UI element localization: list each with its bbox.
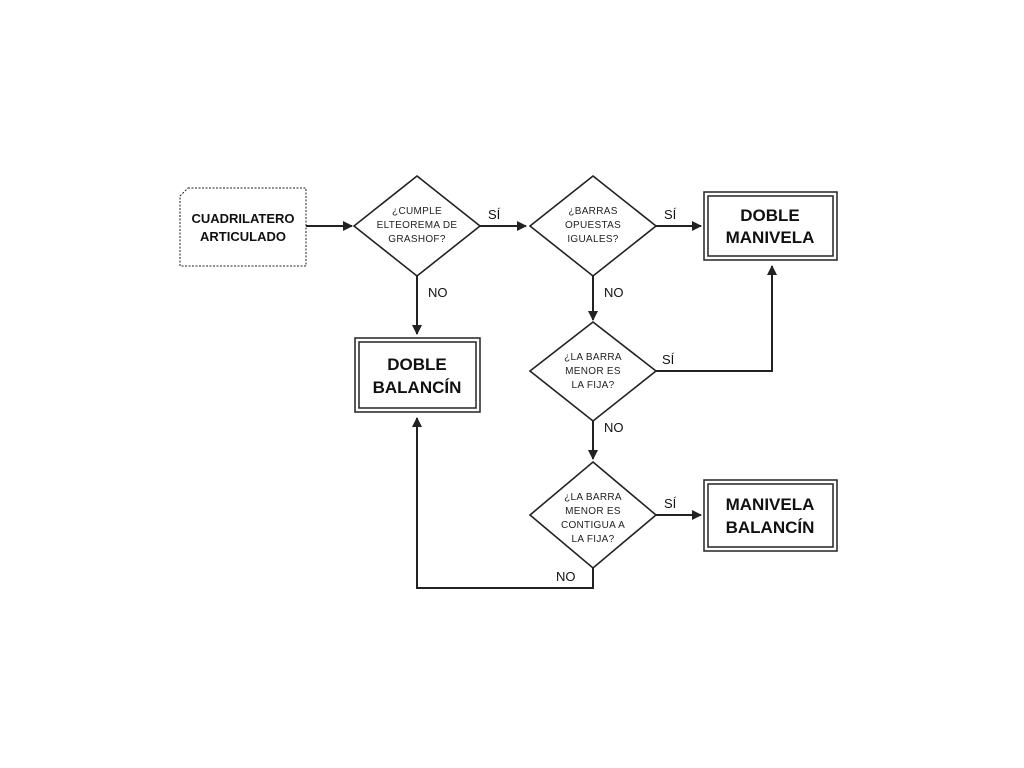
result-doble-balancin-text-1: DOBLE — [387, 355, 447, 374]
result-manivela-balancin: MANIVELA BALANCÍN — [703, 479, 838, 552]
decision-menor-contigua-text-1: ¿LA BARRA — [564, 492, 622, 503]
label-no-grashof: NO — [428, 285, 448, 300]
decision-grashof-text-3: GRASHOF? — [388, 234, 446, 245]
result-manivela-balancin-outer — [703, 479, 838, 552]
label-si-grashof: SÍ — [488, 207, 501, 222]
label-no-barras: NO — [604, 285, 624, 300]
result-doble-manivela: DOBLE MANIVELA — [703, 191, 838, 261]
start-node: CUADRILATERO ARTICULADO — [179, 187, 307, 267]
decision-menor-fija-text-1: ¿LA BARRA — [564, 352, 622, 363]
result-doble-balancin-outer — [354, 337, 481, 413]
decision-barras-text-1: ¿BARRAS — [568, 206, 617, 217]
decision-barras-opuestas: ¿BARRAS OPUESTAS IGUALES? — [528, 174, 658, 278]
decision-menor-fija-shape — [528, 320, 658, 423]
result-doble-manivela-outer — [703, 191, 838, 261]
decision-barras-shape — [528, 174, 658, 278]
label-si-menor-contigua: SÍ — [664, 496, 677, 511]
label-si-barras: SÍ — [664, 207, 677, 222]
result-manivela-balancin-text-2: BALANCÍN — [726, 518, 815, 537]
branch-labels: SÍ NO SÍ NO SÍ NO SÍ NO — [428, 207, 677, 584]
label-no-menor-fija: NO — [604, 420, 624, 435]
decision-grashof-text-1: ¿CUMPLE — [392, 206, 442, 217]
decision-barras-text-3: IGUALES? — [567, 234, 618, 245]
result-manivela-balancin-inner — [707, 483, 834, 548]
start-text-1: CUADRILATERO — [191, 211, 294, 226]
decision-menor-contigua-shape — [528, 460, 658, 570]
decision-barras-text-2: OPUESTAS — [565, 220, 621, 231]
start-shape — [179, 187, 307, 267]
result-doble-manivela-text-1: DOBLE — [740, 206, 800, 225]
arrow-menor-fija-si — [656, 265, 777, 372]
start-text-2: ARTICULADO — [200, 229, 286, 244]
result-doble-manivela-text-2: MANIVELA — [726, 228, 815, 247]
result-doble-manivela-inner — [707, 195, 834, 257]
arrow-menor-contigua-no — [412, 417, 594, 589]
result-doble-balancin-inner — [358, 341, 477, 409]
result-doble-balancin-text-2: BALANCÍN — [373, 378, 462, 397]
result-manivela-balancin-text-1: MANIVELA — [726, 495, 815, 514]
decision-menor-contigua: ¿LA BARRA MENOR ES CONTIGUA A LA FIJA? — [528, 460, 658, 570]
result-doble-balancin: DOBLE BALANCÍN — [354, 337, 481, 413]
connectors — [306, 221, 777, 589]
decision-grashof: ¿CUMPLE ELTEOREMA DE GRASHOF? — [352, 174, 482, 278]
label-no-menor-contigua: NO — [556, 569, 576, 584]
decision-menor-contigua-text-2: MENOR ES — [565, 506, 621, 517]
decision-menor-contigua-text-4: LA FIJA? — [572, 534, 615, 545]
decision-menor-fija-text-2: MENOR ES — [565, 366, 621, 377]
decision-grashof-shape — [352, 174, 482, 278]
decision-menor-fija: ¿LA BARRA MENOR ES LA FIJA? — [528, 320, 658, 423]
decision-menor-contigua-text-3: CONTIGUA A — [561, 520, 625, 531]
decision-menor-fija-text-3: LA FIJA? — [572, 380, 615, 391]
label-si-menor-fija: SÍ — [662, 352, 675, 367]
decision-grashof-text-2: ELTEOREMA DE — [377, 220, 458, 231]
